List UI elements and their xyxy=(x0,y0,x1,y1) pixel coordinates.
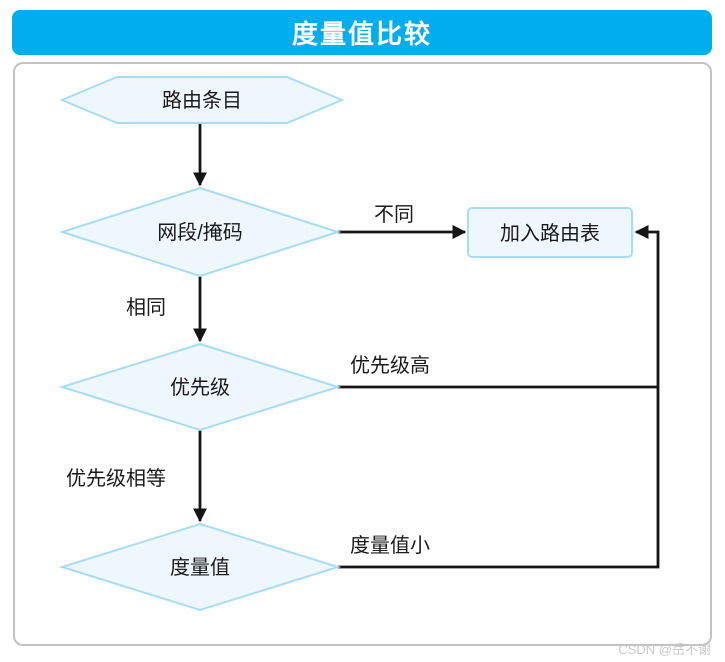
edge-label-same: 相同 xyxy=(126,296,166,319)
edge-label-different: 不同 xyxy=(374,204,414,226)
edge-label-priority-high: 优先级高 xyxy=(350,354,430,377)
node-netmask-diamond xyxy=(58,186,342,278)
watermark: CSDN @岳不谢 xyxy=(618,642,711,657)
node-priority-diamond xyxy=(58,342,342,432)
node-netmask-label: 网段/掩码 xyxy=(157,221,243,244)
node-metric-label: 度量值 xyxy=(170,556,230,579)
node-add-route-table-label: 加入路由表 xyxy=(500,222,600,245)
edge-label-metric-small: 度量值小 xyxy=(350,534,430,557)
title-bar: 度量值比较 xyxy=(12,10,712,55)
node-route-entry-label: 路由条目 xyxy=(162,89,242,112)
page-title: 度量值比较 xyxy=(291,19,432,49)
node-add-route-table-rect xyxy=(467,207,633,258)
node-route-entry-hexagon xyxy=(59,76,345,124)
node-priority-label: 优先级 xyxy=(170,376,230,399)
node-metric-diamond xyxy=(58,522,342,612)
edge-metric-small-to-table xyxy=(338,225,660,569)
edge-label-priority-equal: 优先级相等 xyxy=(66,467,166,490)
